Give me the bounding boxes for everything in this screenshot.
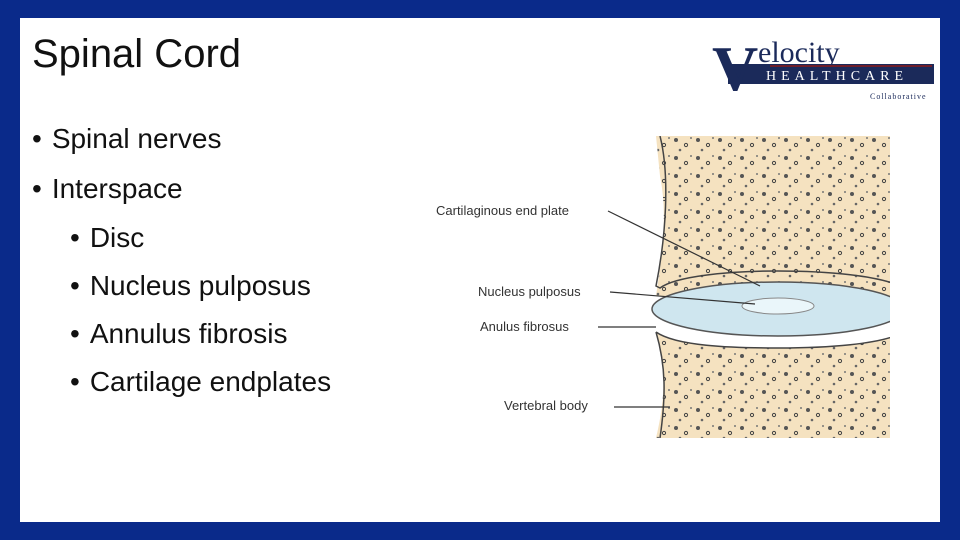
sub-bullet-item: Annulus fibrosis (32, 310, 331, 358)
sub-bullet-item: Disc (32, 214, 331, 262)
nucleus-pulposus (741, 297, 815, 315)
label-end-plate: Cartilaginous end plate (436, 203, 569, 218)
lower-vertebra-outline (655, 331, 890, 438)
logo-band (728, 64, 934, 84)
label-vertebra: Vertebral body (504, 398, 588, 413)
logo-word: elocity (758, 36, 840, 69)
label-anulus: Anulus fibrosus (480, 319, 569, 334)
logo-tagline: Collaborative (870, 92, 927, 101)
upper-vertebra (656, 136, 890, 296)
leader-end-plate (607, 210, 761, 287)
slide-title: Spinal Cord (32, 32, 242, 76)
leader-nucleus (609, 291, 756, 305)
lower-vertebra (656, 332, 890, 438)
velocity-logo: V elocity HEALTHCARE Collaborative (712, 33, 934, 104)
logo-letter: V (712, 33, 758, 104)
bullet-item: Interspace (32, 164, 331, 214)
bullet-item: Spinal nerves (32, 114, 331, 164)
bullet-list: Spinal nerves Interspace Disc Nucleus pu… (32, 114, 331, 406)
sub-bullet-item: Nucleus pulposus (32, 262, 331, 310)
disc-diagram: Cartilaginous end plate Nucleus pulposus… (436, 136, 890, 438)
label-nucleus: Nucleus pulposus (478, 284, 581, 299)
logo-band-text: HEALTHCARE (766, 69, 908, 84)
sub-bullet-item: Cartilage endplates (32, 358, 331, 406)
upper-vertebra-outline (655, 136, 890, 289)
slide: Spinal Cord Spinal nerves Interspace Dis… (20, 18, 940, 522)
